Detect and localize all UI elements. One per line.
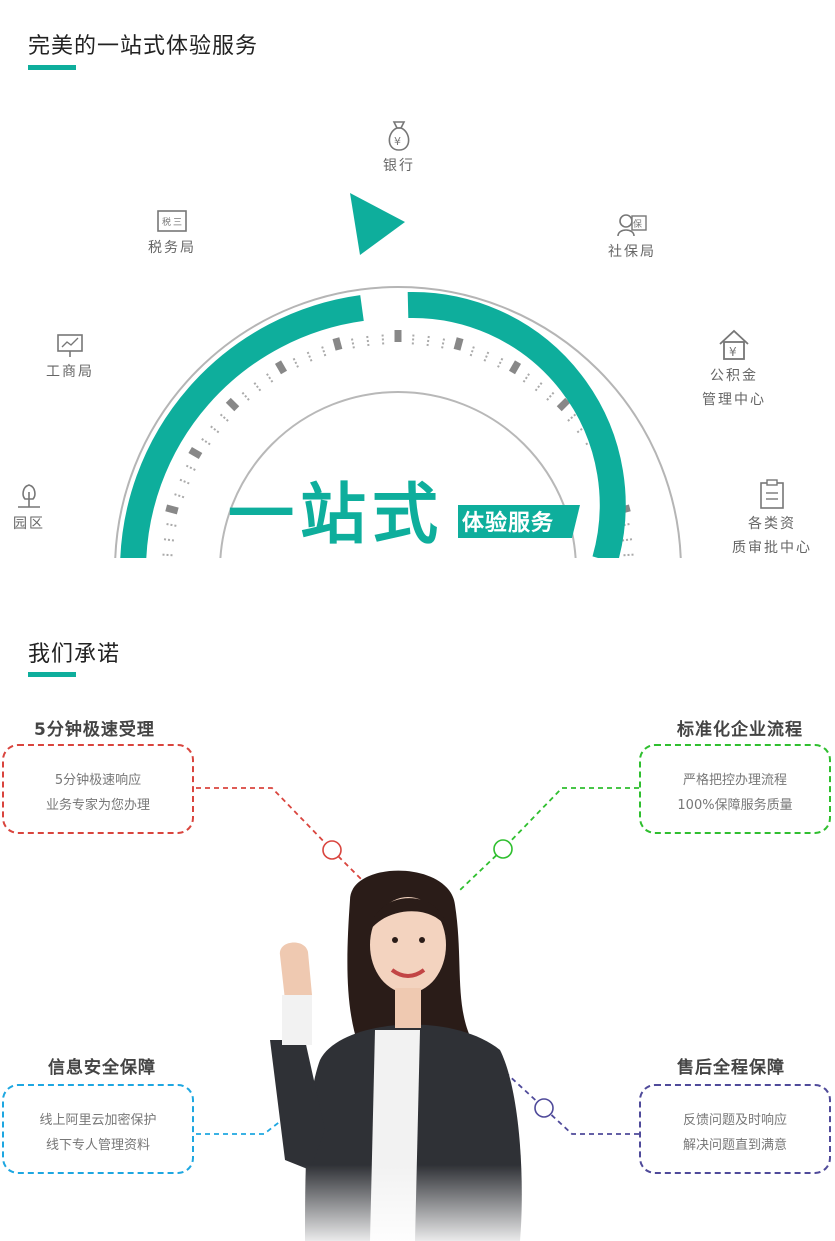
node-park-label: 园区: [13, 516, 45, 532]
tax-sign-icon: 税三: [157, 210, 187, 232]
dial-tick: [508, 360, 522, 375]
node-industry: 工商局: [40, 332, 100, 384]
node-fund: ¥ 公积金 管理中心: [692, 328, 776, 412]
svg-text:¥: ¥: [729, 345, 739, 359]
dial-tick: [453, 337, 464, 351]
dial-tick: [522, 371, 532, 383]
dial-tick: [208, 424, 220, 434]
dial-tick: [264, 371, 274, 383]
dial-tick: [160, 553, 173, 557]
teal-arrow-head: [350, 193, 405, 255]
dial-tick: [556, 397, 571, 412]
node-park: 园区: [8, 482, 50, 536]
promise-line: 反馈问题及时响应: [682, 1113, 787, 1128]
promise-box-4: 反馈问题及时响应 解决问题直到满意: [639, 1084, 831, 1174]
presentation-chart-icon: [57, 334, 83, 357]
promise-title-4: 售后全程保障: [677, 1058, 785, 1078]
dial-tick: [291, 356, 299, 368]
node-tax-label: 税务局: [148, 240, 196, 256]
node-bank: ¥ 银行: [372, 118, 426, 178]
inner-arc: [219, 391, 577, 558]
dial-tick: [623, 553, 636, 557]
dial-tick: [621, 537, 635, 542]
node-industry-label: 工商局: [46, 364, 94, 380]
tree-icon: [18, 484, 40, 508]
svg-text:保: 保: [633, 218, 644, 230]
dial-tick: [534, 380, 544, 392]
connector-dot-green: [493, 839, 513, 859]
node-social-label: 社保局: [608, 244, 656, 260]
dial-tick: [365, 333, 370, 347]
dial-tick: [411, 332, 415, 345]
money-bag-icon: ¥: [388, 121, 410, 151]
dial-tick: [567, 412, 578, 422]
node-social: 保 社保局: [602, 212, 662, 264]
dial-tick: [172, 492, 185, 499]
dial-tick: [497, 356, 505, 368]
dial-tick: [225, 397, 240, 412]
svg-text:税三: 税三: [162, 216, 184, 228]
house-yen-icon: ¥: [719, 329, 749, 360]
promise-title-1: 5分钟极速受理: [34, 720, 155, 740]
dial-tick: [441, 336, 446, 349]
outer-arc: [114, 286, 682, 558]
clipboard-icon: [760, 479, 784, 509]
node-qualification-label-1: 各类资: [748, 516, 796, 532]
dial-title-small: 体验服务: [462, 510, 554, 536]
dial-tick: [165, 504, 179, 515]
promise-line: 严格把控办理流程: [682, 773, 787, 788]
dial-tick: [184, 463, 196, 471]
connector-dot-red: [322, 840, 342, 860]
dial-tick: [381, 332, 385, 345]
node-qualification-label-2: 质审批中心: [732, 540, 812, 556]
promise-title-3: 信息安全保障: [48, 1058, 156, 1078]
promise-box-2: 严格把控办理流程 100%保障服务质量: [639, 744, 831, 834]
dial-tick: [332, 337, 343, 351]
section-title-promise-underline: [28, 672, 76, 677]
dial-tick: [305, 349, 313, 362]
promise-line: 100%保障服务质量: [677, 798, 793, 813]
teal-right-arc: [407, 291, 626, 558]
node-qualification: 各类资 质审批中心: [722, 478, 822, 560]
promise-box-3: 线上阿里云加密保护 线下专人管理资料: [2, 1084, 194, 1174]
dial-tick: [483, 349, 491, 362]
promise-line: 线下专人管理资料: [45, 1138, 150, 1153]
social-security-icon: 保: [617, 214, 647, 237]
section-title-service: 完美的一站式体验服务: [28, 34, 259, 59]
teal-arrow-arc: [120, 295, 364, 558]
promise-line: 线上阿里云加密保护: [39, 1113, 157, 1128]
section-title-promise: 我们承诺: [28, 642, 121, 667]
node-fund-label-1: 公积金: [710, 368, 758, 384]
dial-tick: [469, 344, 476, 357]
dial-tick: [188, 446, 203, 460]
consultant-photo: [250, 860, 540, 1241]
dial-tick: [199, 436, 211, 446]
node-tax: 税三 税务局: [142, 208, 202, 260]
node-fund-label-2: 管理中心: [702, 392, 766, 408]
promise-line: 解决问题直到满意: [682, 1138, 787, 1153]
dial-tick: [274, 360, 288, 375]
svg-text:¥: ¥: [394, 135, 403, 148]
dial-title-band: [458, 505, 580, 538]
dial-tick: [240, 390, 250, 401]
dial-tick: [218, 412, 229, 422]
node-bank-label: 银行: [383, 158, 415, 174]
one-stop-dial-graphic: 一站式 体验服务: [114, 193, 682, 558]
dial-tick: [161, 537, 175, 542]
promise-title-2: 标准化企业流程: [677, 720, 803, 740]
dial-tick: [252, 380, 262, 392]
promise-line: 业务专家为您办理: [45, 798, 150, 813]
dial-title-big: 一站式: [228, 476, 444, 553]
dial-tick: [350, 336, 355, 349]
section-title-underline: [28, 65, 76, 70]
dial-tick: [426, 333, 431, 347]
dial-tick: [320, 344, 327, 357]
promise-line: 5分钟极速响应: [54, 773, 142, 788]
promise-box-1: 5分钟极速响应 业务专家为您办理: [2, 744, 194, 834]
